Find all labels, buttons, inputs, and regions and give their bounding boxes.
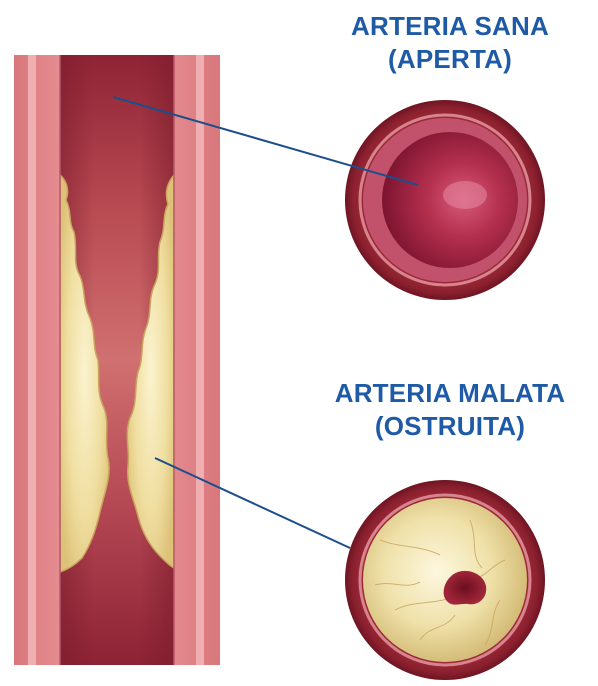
wall-band-left (28, 55, 36, 665)
plaque-disk (363, 498, 527, 662)
artery-longitudinal-section (14, 55, 220, 665)
wall-band-right (196, 55, 204, 665)
diseased-artery-cross-section (345, 480, 545, 680)
diseased-artery-label: ARTERIA MALATA (OSTRUITA) (300, 377, 598, 443)
healthy-artery-label: ARTERIA SANA (APERTA) (300, 10, 598, 76)
diseased-artery-title: ARTERIA MALATA (300, 377, 598, 410)
healthy-artery-title: ARTERIA SANA (300, 10, 598, 43)
healthy-artery-subtitle: (APERTA) (300, 43, 598, 76)
diseased-artery-subtitle: (OSTRUITA) (300, 410, 598, 443)
healthy-artery-cross-section (345, 100, 545, 300)
healthy-lumen-highlight (443, 181, 487, 209)
